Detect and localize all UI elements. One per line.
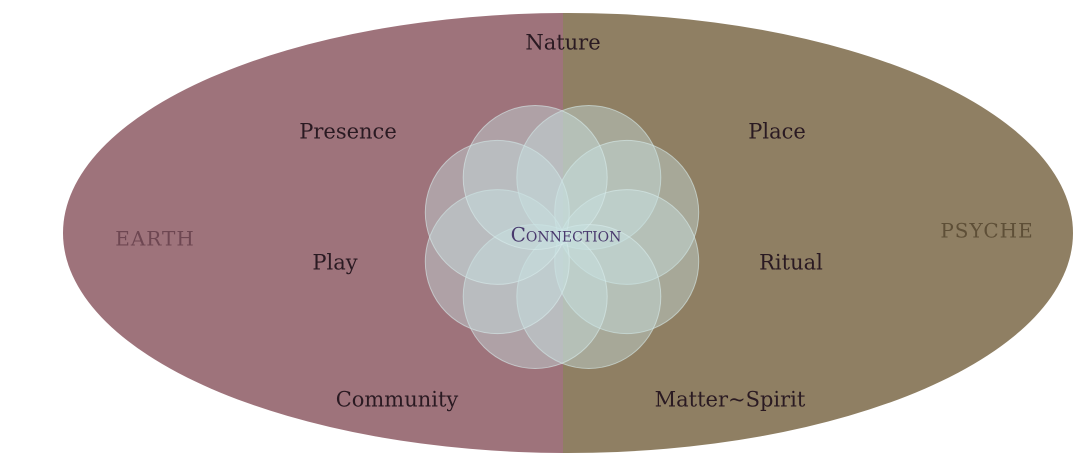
flower-petal <box>424 139 570 285</box>
flower-petal <box>516 224 662 369</box>
label-connection: Connection <box>511 223 622 247</box>
earth-half <box>63 13 563 453</box>
flower-petal <box>554 139 700 285</box>
label-play: Play <box>312 251 357 275</box>
label-nature: Nature <box>525 31 600 55</box>
flower-petal <box>516 105 662 250</box>
flower-petal <box>462 105 608 250</box>
flower-petal <box>424 189 570 335</box>
label-presence: Presence <box>299 120 397 144</box>
label-ritual: Ritual <box>759 251 823 275</box>
flower-petal <box>554 189 700 335</box>
label-psyche: PSYCHE <box>940 219 1033 243</box>
psyche-half <box>563 13 1073 453</box>
label-community: Community <box>336 388 459 412</box>
flower-petal <box>462 224 608 369</box>
label-place: Place <box>748 120 806 144</box>
connection-flower <box>424 105 700 369</box>
label-matter-spirit: Matter~Spirit <box>655 388 806 412</box>
label-earth: EARTH <box>115 227 195 251</box>
